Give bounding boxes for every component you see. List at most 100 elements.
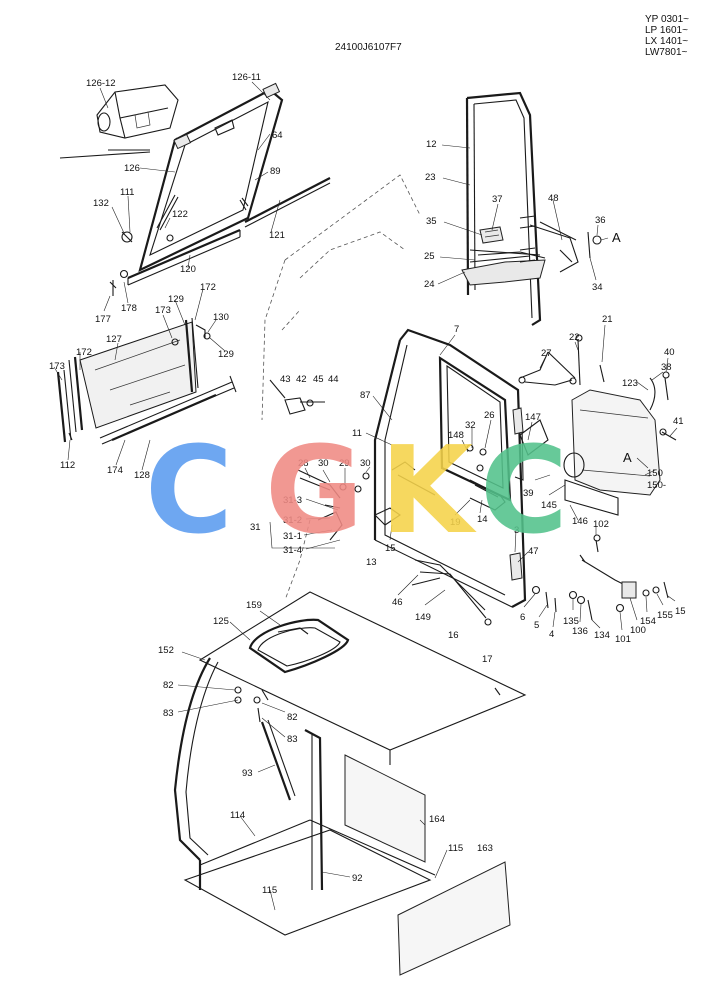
label-150a: 150 (647, 468, 663, 479)
serial-1: YP 0301~ (645, 14, 689, 25)
label-5: 5 (534, 620, 539, 631)
label-17: 17 (482, 654, 493, 665)
label-89: 89 (270, 166, 281, 177)
label-44: 44 (328, 374, 339, 385)
label-83a: 83 (163, 708, 174, 719)
side-door (373, 328, 527, 626)
label-64: 64 (272, 130, 283, 141)
label-22: 22 (569, 332, 580, 343)
label-177: 177 (95, 314, 111, 325)
watermark-letter-3: K (380, 422, 477, 561)
label-173b: 173 (49, 361, 65, 372)
label-132: 132 (93, 198, 109, 209)
label-31-4: 31-4 (283, 545, 302, 556)
label-46: 46 (392, 597, 403, 608)
label-25: 25 (424, 251, 435, 262)
lower-cab-frame (173, 591, 527, 976)
label-31: 31 (250, 522, 261, 533)
serial-2: LP 1601~ (645, 25, 688, 36)
label-112: 112 (60, 460, 75, 471)
label-13: 13 (366, 557, 377, 568)
watermark-letter-4: C (480, 422, 568, 561)
label-28: 28 (298, 458, 309, 469)
label-164: 164 (429, 814, 445, 825)
label-174: 174 (107, 465, 123, 476)
label-4: 4 (549, 629, 554, 640)
label-145: 145 (541, 500, 557, 511)
label-146: 146 (572, 516, 588, 527)
label-A2: A (623, 450, 632, 465)
label-92: 92 (352, 873, 363, 884)
label-135: 135 (563, 616, 579, 627)
label-45: 45 (313, 374, 324, 385)
label-32: 32 (465, 420, 476, 431)
label-121: 121 (269, 230, 285, 241)
label-101: 101 (615, 634, 631, 645)
label-172a: 172 (200, 282, 216, 293)
label-173a: 173 (155, 305, 171, 316)
label-34: 34 (592, 282, 603, 293)
label-23: 23 (425, 172, 436, 183)
leader-lines (53, 81, 678, 911)
label-126-11: 126-11 (232, 72, 261, 83)
label-125: 125 (213, 616, 229, 627)
label-130: 130 (213, 312, 229, 323)
label-83b: 83 (287, 734, 298, 745)
label-31-1: 31-1 (283, 531, 302, 542)
label-41: 41 (673, 416, 684, 427)
label-149: 149 (415, 612, 431, 623)
cab-outline (261, 174, 421, 601)
label-148: 148 (448, 430, 464, 441)
watermark: C G K C (145, 422, 568, 561)
label-154: 154 (640, 616, 656, 627)
label-114: 114 (230, 810, 245, 821)
label-21: 21 (602, 314, 613, 325)
drawing-code: 24100J6107F7 (335, 42, 402, 53)
label-172b: 172 (76, 347, 92, 358)
label-82a: 82 (163, 680, 174, 691)
label-15b: 15 (675, 606, 686, 617)
label-39: 39 (523, 488, 534, 499)
label-7: 7 (454, 324, 459, 335)
label-178: 178 (121, 303, 137, 314)
label-128: 128 (134, 470, 150, 481)
label-26: 26 (484, 410, 495, 421)
label-43: 43 (280, 374, 291, 385)
label-126: 126 (124, 163, 140, 174)
label-127: 127 (106, 334, 122, 345)
label-11: 11 (352, 428, 362, 439)
front-lower-window (56, 317, 237, 445)
label-136: 136 (572, 626, 588, 637)
label-120: 120 (180, 264, 196, 275)
front-upper-window (59, 82, 331, 296)
label-159: 159 (246, 600, 262, 611)
label-16: 16 (448, 630, 459, 641)
label-42: 42 (296, 374, 307, 385)
label-126-12: 126-12 (86, 78, 116, 89)
watermark-letter-1: C (145, 422, 233, 561)
label-150b: 150- (647, 480, 666, 491)
label-155: 155 (657, 610, 673, 621)
label-14: 14 (477, 514, 488, 525)
label-27: 27 (541, 348, 552, 359)
label-123: 123 (622, 378, 638, 389)
label-93: 93 (242, 768, 253, 779)
label-29: 29 (339, 458, 350, 469)
label-24: 24 (424, 279, 435, 290)
label-48: 48 (548, 193, 559, 204)
label-30b: 30 (360, 458, 371, 469)
label-122: 122 (172, 209, 188, 220)
label-82b: 82 (287, 712, 298, 723)
serial-4: LW7801~ (645, 47, 688, 58)
label-102: 102 (593, 519, 609, 530)
label-19: 19 (450, 517, 461, 528)
label-35: 35 (426, 216, 437, 227)
label-3: 3 (514, 525, 519, 536)
label-87: 87 (360, 390, 371, 401)
label-134: 134 (594, 630, 610, 641)
label-40: 40 (664, 347, 675, 358)
label-15a: 15 (385, 543, 396, 554)
label-100: 100 (630, 625, 646, 636)
